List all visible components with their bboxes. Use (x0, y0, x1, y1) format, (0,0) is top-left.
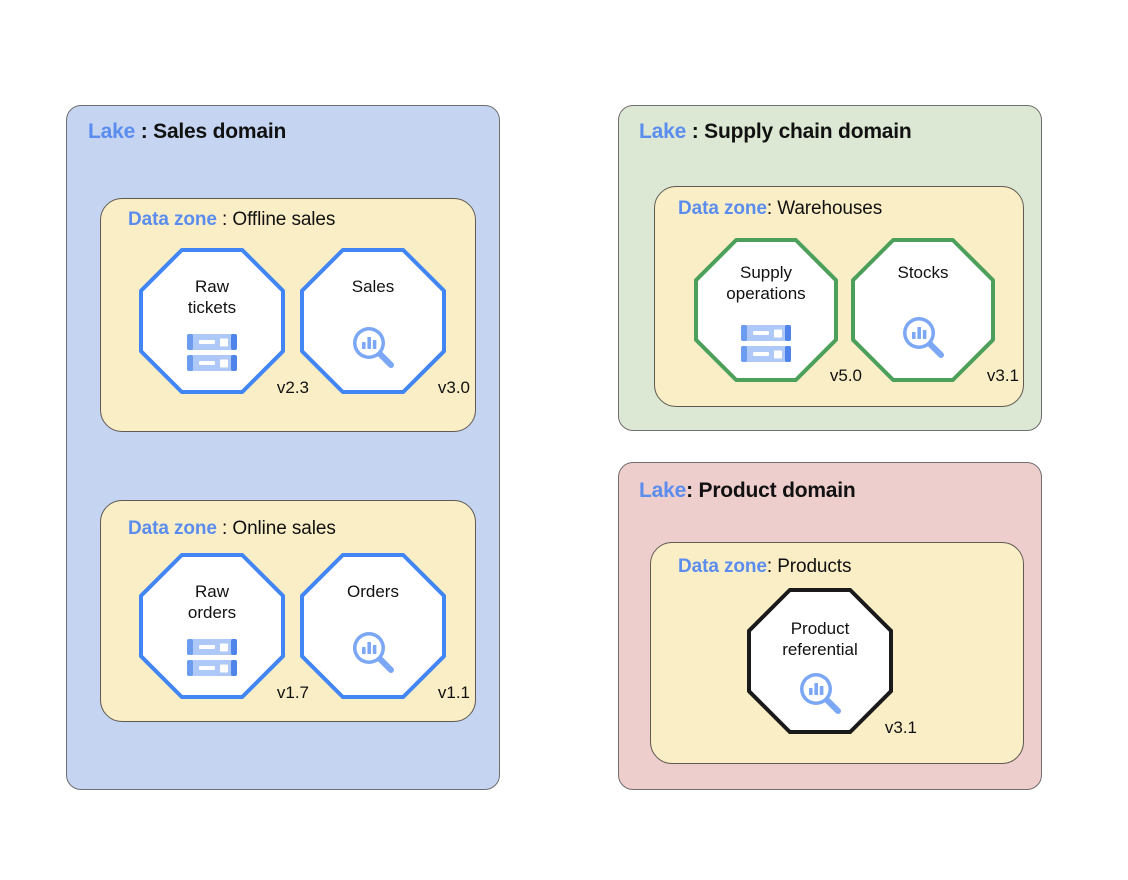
lake-title-supply-chain: Lake : Supply chain domain (639, 120, 912, 144)
zone-keyword: Data zone (128, 518, 217, 539)
data-product-version: v2.3 (276, 378, 309, 397)
database-icon (740, 324, 792, 364)
lake-title-product: Lake: Product domain (639, 479, 856, 503)
database-icon (186, 333, 238, 373)
zone-keyword: Data zone (128, 209, 217, 230)
data-search-icon (797, 670, 843, 716)
zone-name: Online sales (232, 518, 336, 539)
data-product-label: Supply operations (726, 263, 806, 303)
data-product-label: Stocks (897, 263, 949, 282)
zone-name: Offline sales (232, 209, 336, 230)
data-product-product-referential[interactable]: Product referential v3.1 (747, 588, 917, 737)
octagon-shape (300, 248, 446, 394)
data-product-sales[interactable]: Sales v3.0 (300, 248, 470, 397)
data-product-label: Product referential (782, 619, 858, 659)
lake-name: Sales domain (153, 120, 287, 143)
data-zone-title-online-sales: Data zone : Online sales (128, 518, 336, 540)
zone-separator: : (766, 556, 778, 577)
data-product-version: v1.7 (276, 683, 309, 702)
lake-keyword: Lake (639, 479, 687, 502)
data-product-orders[interactable]: Orders v1.1 (300, 553, 470, 702)
data-product-label: Raw tickets (187, 277, 237, 317)
octagon-shape (139, 248, 285, 394)
zone-keyword: Data zone (678, 198, 767, 219)
data-product-label: Orders (347, 582, 399, 601)
data-product-version: v1.1 (437, 683, 470, 702)
data-product-version: v3.1 (986, 366, 1019, 385)
zone-keyword: Data zone (678, 556, 767, 577)
lake-keyword: Lake (88, 120, 136, 143)
data-product-stocks[interactable]: Stocks v3.1 (851, 238, 1019, 385)
data-zone-title-offline-sales: Data zone : Offline sales (128, 209, 335, 231)
data-search-icon (900, 314, 946, 360)
data-product-raw-orders[interactable]: Raw orders v1.7 (139, 553, 309, 702)
zone-name: Products (777, 556, 852, 577)
octagon-shape (139, 553, 285, 699)
lake-separator: : (135, 120, 154, 143)
data-zone-title-products: Data zone: Products (678, 556, 851, 578)
octagon-shape (300, 553, 446, 699)
data-product-label: Raw orders (187, 582, 237, 622)
data-zone-title-warehouses: Data zone: Warehouses (678, 198, 882, 220)
lake-title-sales: Lake : Sales domain (88, 120, 286, 144)
database-icon (186, 638, 238, 678)
zone-separator: : (766, 198, 778, 219)
data-search-icon (350, 324, 396, 370)
zone-separator: : (216, 209, 233, 230)
data-product-raw-tickets[interactable]: Raw tickets v2.3 (139, 248, 309, 397)
lake-separator: : (686, 479, 699, 502)
lake-keyword: Lake (639, 120, 687, 143)
lake-separator: : (686, 120, 705, 143)
data-product-version: v3.1 (884, 718, 917, 737)
zone-separator: : (216, 518, 233, 539)
data-product-version: v3.0 (437, 378, 470, 397)
data-product-version: v5.0 (829, 366, 862, 385)
lake-name: Product domain (698, 479, 856, 502)
octagon-shape (747, 588, 893, 734)
zone-name: Warehouses (777, 198, 883, 219)
octagon-shape (694, 238, 838, 382)
data-search-icon (350, 629, 396, 675)
data-product-label: Sales (351, 277, 395, 296)
lake-name: Supply chain domain (704, 120, 912, 143)
data-product-supply-operations[interactable]: Supply operations v5.0 (694, 238, 862, 385)
octagon-shape (851, 238, 995, 382)
